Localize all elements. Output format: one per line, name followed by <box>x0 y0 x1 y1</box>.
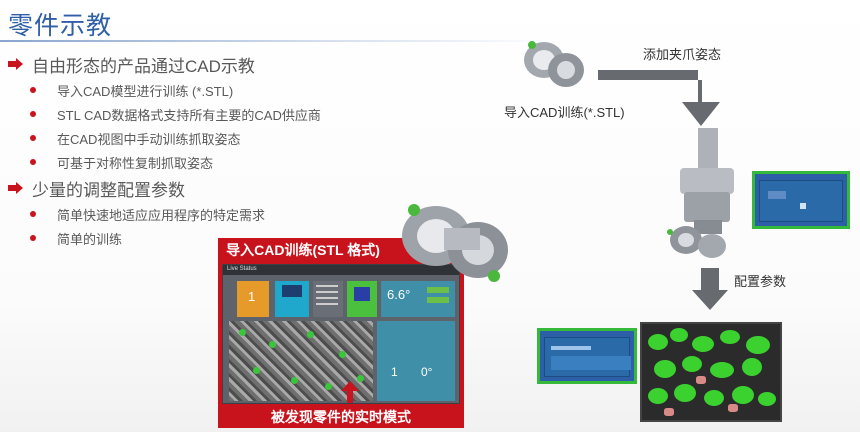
status-tile <box>347 281 377 317</box>
result-panel: 1 0° <box>377 321 455 401</box>
cad-model-icon <box>524 41 584 87</box>
sub-bullet: STL CAD数据格式支持所有主要的CAD供应商 <box>30 104 368 124</box>
sub-bullet-text: 简单快速地适应应用程序的特定需求 <box>57 207 266 223</box>
red-arrow-right-icon <box>8 58 23 70</box>
red-dot-icon <box>30 235 36 241</box>
gripper-config-screenshot <box>752 171 850 229</box>
cad-import-label: 导入CAD训练(*.STL) <box>504 105 625 120</box>
parts-bin-image <box>640 322 782 422</box>
result-count: 1 <box>391 365 398 379</box>
checklist-tile <box>313 281 343 317</box>
flow-arrow-down-icon <box>692 268 728 310</box>
bullet-list: 自由形态的产品通过CAD示教 导入CAD模型进行训练 (*.STL) STL C… <box>8 52 368 252</box>
slide-title: 零件示教 <box>8 12 113 40</box>
screenshot-title: Live Status <box>227 266 257 272</box>
result-angle: 0° <box>421 365 433 379</box>
angle-value: 6.6° <box>387 287 411 302</box>
red-dot-icon <box>30 111 36 117</box>
gripper-pose-label: 添加夹爪姿态 <box>643 47 722 62</box>
red-dot-icon <box>30 135 36 141</box>
sub-bullet: 简单的训练 <box>30 228 368 248</box>
config-screenshot <box>537 328 637 384</box>
preview-tile <box>275 281 309 317</box>
red-arrow-right-icon <box>8 182 23 194</box>
red-dot-icon <box>30 159 36 165</box>
title-divider <box>0 40 560 42</box>
bullet-text: 自由形态的产品通过CAD示教 <box>32 56 255 76</box>
gripper-tool-image <box>667 128 734 258</box>
sub-bullet-text: STL CAD数据格式支持所有主要的CAD供应商 <box>57 107 321 123</box>
angle-tile: 6.6° <box>381 281 455 317</box>
sub-bullet: 在CAD视图中手动训练抓取姿态 <box>30 128 368 148</box>
sub-bullet: 可基于对称性复制抓取姿态 <box>30 152 368 172</box>
bullet-l1: 自由形态的产品通过CAD示教 <box>8 52 368 76</box>
sub-bullet: 导入CAD模型进行训练 (*.STL) <box>30 80 368 100</box>
sub-bullet-text: 在CAD视图中手动训练抓取姿态 <box>57 131 241 147</box>
software-screenshot: Live Status 1 6.6° <box>222 264 460 404</box>
red-dot-icon <box>30 87 36 93</box>
screenshot-titlebar: Live Status <box>223 265 459 275</box>
sub-bullet-text: 可基于对称性复制抓取姿态 <box>57 155 214 171</box>
screenshot-canvas <box>759 180 843 222</box>
count-tile: 1 <box>237 281 269 317</box>
config-params-label: 配置参数 <box>734 274 787 289</box>
live-mode-callout: 导入CAD训练(STL 格式) Live Status 1 6.6° <box>218 238 464 428</box>
bullet-text: 少量的调整配置参数 <box>32 180 185 200</box>
flow-arrow-bent-icon <box>598 70 720 126</box>
red-dot-icon <box>30 211 36 217</box>
screenshot-canvas <box>544 337 631 377</box>
red-arrow-up-icon <box>341 381 359 403</box>
sub-bullet-text: 简单的训练 <box>57 231 123 247</box>
sub-bullet-text: 导入CAD模型进行训练 (*.STL) <box>57 83 234 99</box>
cad-part-image <box>402 204 508 282</box>
bullet-l1: 少量的调整配置参数 <box>8 176 368 200</box>
sub-bullet: 简单快速地适应应用程序的特定需求 <box>30 204 368 224</box>
callout-footer: 被发现零件的实时模式 <box>271 409 411 425</box>
callout-header: 导入CAD训练(STL 格式) <box>226 242 380 258</box>
count-value: 1 <box>248 289 256 304</box>
